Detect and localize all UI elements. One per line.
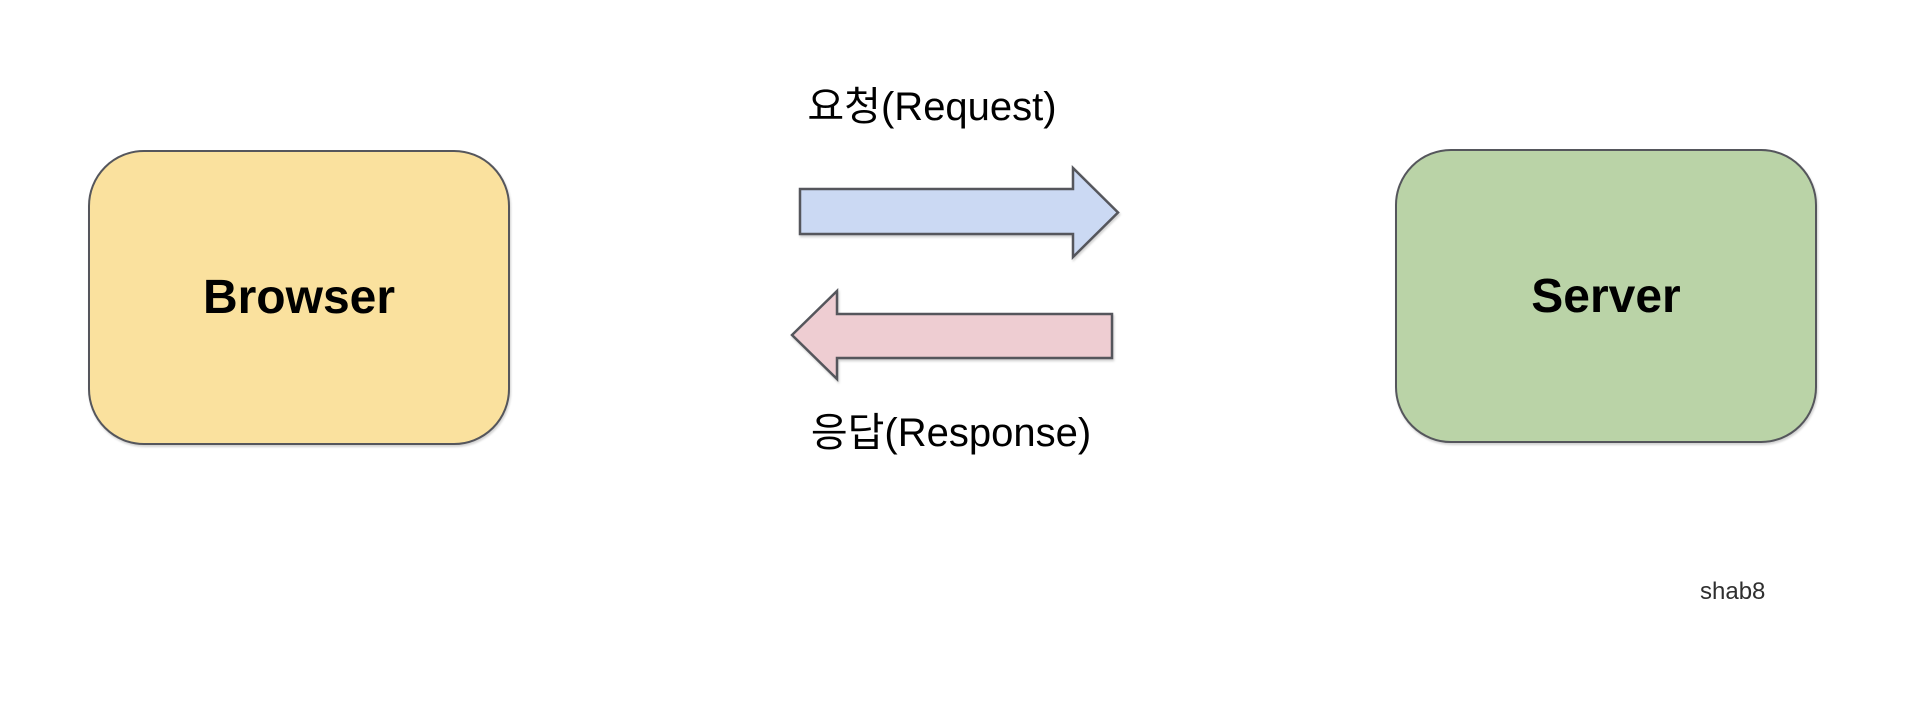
watermark-text: shab8 (1700, 578, 1766, 605)
request-arrow-label: 요청(Request) (807, 85, 1057, 129)
request-arrow-right-icon (798, 165, 1120, 260)
response-arrow-left-icon (790, 288, 1114, 382)
server-node: Server (1395, 149, 1817, 443)
server-node-label: Server (1531, 269, 1681, 323)
browser-node: Browser (88, 150, 510, 445)
browser-node-label: Browser (202, 271, 396, 324)
response-arrow-label: 응답(Response) (810, 411, 1092, 455)
